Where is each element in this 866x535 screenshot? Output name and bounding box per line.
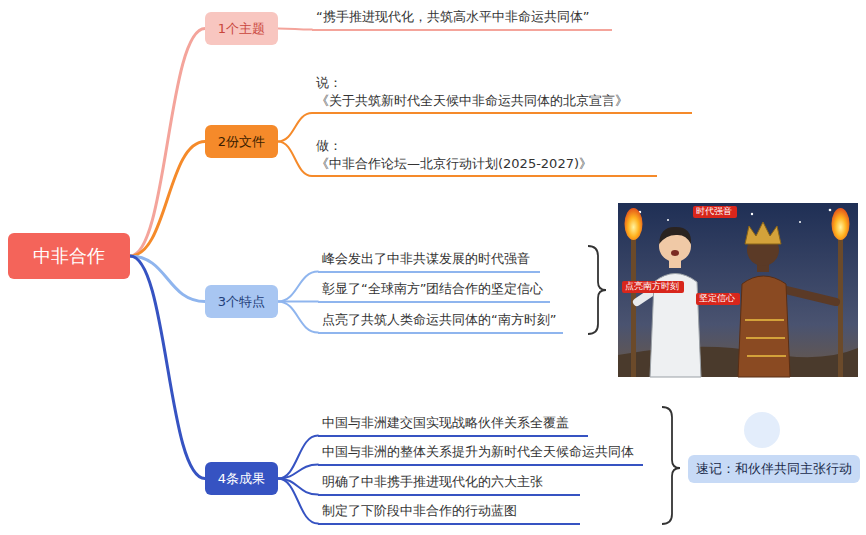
star bbox=[667, 219, 669, 221]
branch-node: 3个特点 bbox=[205, 285, 278, 318]
node-text: 中国与非洲建交国实现战略伙伴关系全覆盖 bbox=[322, 414, 584, 432]
branch-connector bbox=[130, 142, 205, 257]
curly-brace bbox=[662, 407, 680, 524]
leaf-item: 明确了中非携手推进现代化的六大主张 bbox=[318, 471, 580, 496]
node-text: 峰会发出了中非共谋发展的时代强音 bbox=[322, 250, 536, 268]
node-text: 速记：和伙伴共同主张行动 bbox=[696, 460, 852, 478]
figure-hair bbox=[659, 227, 691, 244]
branch-connector bbox=[278, 29, 312, 30]
star bbox=[829, 209, 832, 212]
root-node: 中非合作 bbox=[8, 233, 130, 279]
branch-node: 1个主题 bbox=[205, 12, 278, 45]
branch-connector bbox=[278, 465, 318, 479]
branch-connector bbox=[278, 272, 318, 302]
node-text: 4条成果 bbox=[218, 470, 265, 488]
node-text: 坚定信心 bbox=[699, 293, 737, 305]
leaf-item: 点亮了共筑人类命运共同体的“南方时刻” bbox=[318, 309, 563, 334]
node-text: 中国与非洲的整体关系提升为新时代全天候命运共同体 bbox=[322, 443, 639, 461]
robe-pattern bbox=[745, 320, 786, 356]
figure-headdress bbox=[745, 222, 781, 244]
node-text: 2份文件 bbox=[218, 133, 265, 151]
node-text: 3个特点 bbox=[218, 293, 265, 311]
illustration-background bbox=[618, 203, 858, 377]
leaf-item: 制定了下阶段中非合作的行动蓝图 bbox=[318, 500, 580, 525]
leaf-item: 中国与非洲建交国实现战略伙伴关系全覆盖 bbox=[318, 412, 588, 437]
torch-flame bbox=[832, 208, 850, 240]
node-text: 中非合作 bbox=[33, 244, 105, 268]
curly-brace bbox=[588, 246, 606, 334]
leaf-item: 做：《中非合作论坛—北京行动计划(2025-2027)》 bbox=[312, 135, 657, 177]
star bbox=[751, 213, 753, 215]
node-text: “携手推进现代化，共筑高水平中非命运共同体” bbox=[316, 8, 608, 26]
branch-connector bbox=[130, 256, 205, 479]
node-text: 1个主题 bbox=[218, 20, 265, 38]
node-text: 点亮了共筑人类命运共同体的“南方时刻” bbox=[322, 311, 559, 329]
node-text: 《关于共筑新时代全天候中非命运共同体的北京宣言》 bbox=[316, 92, 688, 110]
node-text: 时代强音 bbox=[696, 206, 734, 218]
node-text: 《中非合作论坛—北京行动计划(2025-2027)》 bbox=[316, 155, 653, 173]
node-text: 彰显了“全球南方”团结合作的坚定信心 bbox=[322, 280, 546, 298]
branch-connector bbox=[278, 479, 318, 524]
torch-pole bbox=[631, 236, 636, 377]
torch-flame bbox=[625, 208, 643, 240]
branch-connector bbox=[278, 142, 312, 177]
node-text: 制定了下阶段中非合作的行动蓝图 bbox=[322, 502, 576, 520]
figure-arm bbox=[786, 290, 836, 302]
memo-box: 速记：和伙伴共同主张行动 bbox=[688, 455, 860, 483]
illustration-tag: 点亮南方时刻 bbox=[622, 281, 684, 293]
branch-connector bbox=[278, 302, 318, 333]
branch-node: 4条成果 bbox=[205, 462, 278, 495]
decor-circle bbox=[744, 412, 780, 448]
leaf-item: 峰会发出了中非共谋发展的时代强音 bbox=[318, 248, 540, 273]
branch-node: 2份文件 bbox=[205, 125, 278, 158]
node-text: 说： bbox=[316, 74, 688, 92]
leaf-item: 说：《关于共筑新时代全天候中非命运共同体的北京宣言》 bbox=[312, 72, 692, 114]
leaf-item: 中国与非洲的整体关系提升为新时代全天候命运共同体 bbox=[318, 441, 643, 466]
figure-mouth bbox=[671, 250, 679, 256]
figure-robe bbox=[738, 276, 790, 377]
leaf-item: 彰显了“全球南方”团结合作的坚定信心 bbox=[318, 278, 550, 303]
branch-connector bbox=[278, 113, 312, 141]
star bbox=[799, 221, 801, 223]
illustration-tag: 坚定信心 bbox=[696, 293, 740, 305]
branch-connector bbox=[130, 29, 205, 257]
branch-connector bbox=[278, 436, 318, 479]
node-text: 点亮南方时刻 bbox=[625, 281, 681, 293]
illustration-tag: 时代强音 bbox=[693, 206, 737, 218]
leaf-item: “携手推进现代化，共筑高水平中非命运共同体” bbox=[312, 6, 612, 31]
torch-pole bbox=[838, 236, 843, 377]
node-text: 做： bbox=[316, 137, 653, 155]
node-text: 明确了中非携手推进现代化的六大主张 bbox=[322, 473, 576, 491]
